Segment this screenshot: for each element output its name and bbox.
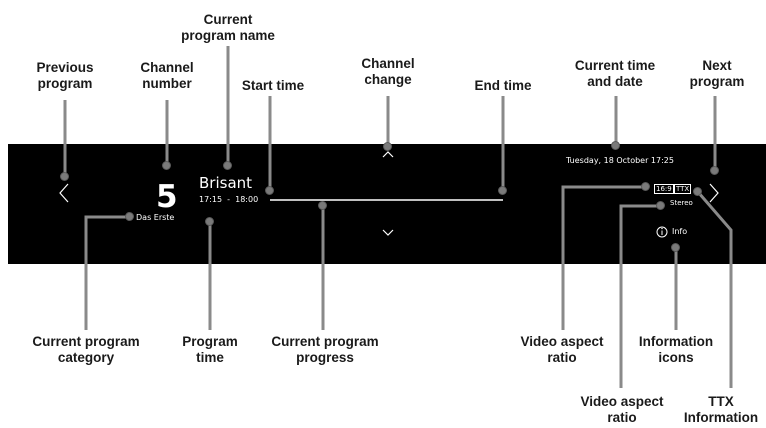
- audio-label: Stereo: [670, 199, 693, 207]
- label-current-program-name: Current program name: [181, 12, 275, 43]
- dot-video-aspect-ratio-1: [641, 182, 650, 191]
- ttx-badge: TTX: [674, 184, 692, 194]
- label-previous-program: Previous program: [36, 60, 94, 91]
- aspect-ratio-badge: 16:9: [654, 184, 674, 194]
- dot-current-program-progress: [318, 201, 327, 210]
- label-current-time-date: Current time and date: [574, 58, 656, 89]
- dot-start-time: [265, 186, 274, 195]
- dot-information-icons: [671, 243, 680, 252]
- info-icon: [656, 226, 668, 238]
- label-ttx-information: TTX Information: [683, 394, 759, 425]
- program-time: 17:15 - 18:00: [199, 195, 259, 204]
- leader-video-aspect-ratio-1: [561, 185, 645, 330]
- label-start-time: Start time: [241, 78, 305, 93]
- info-label: Info: [672, 227, 688, 236]
- dot-current-program-category: [125, 212, 134, 221]
- label-current-program-progress: Current program progress: [271, 334, 379, 365]
- label-program-time: Program time: [182, 334, 238, 365]
- dot-channel-change: [383, 142, 392, 151]
- leader-ttx-information: [696, 191, 733, 388]
- program-info-bar: [8, 144, 766, 264]
- channel-name: Das Erste: [136, 213, 175, 222]
- leader-current-program-category: [84, 215, 129, 330]
- label-current-program-category: Current program category: [32, 334, 140, 365]
- dot-ttx-information: [693, 187, 702, 196]
- dot-previous-program: [60, 172, 69, 181]
- dot-program-time: [205, 217, 214, 226]
- dot-end-time: [498, 186, 507, 195]
- chevron-up-icon[interactable]: [382, 151, 394, 158]
- leader-video-aspect-ratio-2: [619, 204, 660, 388]
- current-date-time: Tuesday, 18 October 17:25: [566, 156, 674, 165]
- dot-channel-number: [162, 161, 171, 170]
- dot-next-program: [710, 166, 719, 175]
- label-end-time: End time: [474, 78, 532, 93]
- label-channel-number: Channel number: [140, 60, 194, 91]
- label-information-icons: Information icons: [638, 334, 714, 365]
- dot-current-program-name: [223, 161, 232, 170]
- label-video-aspect-ratio-1: Video aspect ratio: [520, 334, 604, 365]
- chevron-left-icon[interactable]: [59, 183, 69, 203]
- dot-video-aspect-ratio-2: [656, 201, 665, 210]
- chevron-down-icon[interactable]: [382, 229, 394, 236]
- chevron-right-icon[interactable]: [709, 183, 719, 203]
- channel-number: 5: [156, 179, 178, 215]
- label-video-aspect-ratio-2: Video aspect ratio: [580, 394, 664, 425]
- label-next-program: Next program: [689, 58, 745, 89]
- label-channel-change: Channel change: [361, 56, 415, 87]
- program-name: Brisant: [199, 174, 253, 192]
- dot-current-time-date: [611, 141, 620, 150]
